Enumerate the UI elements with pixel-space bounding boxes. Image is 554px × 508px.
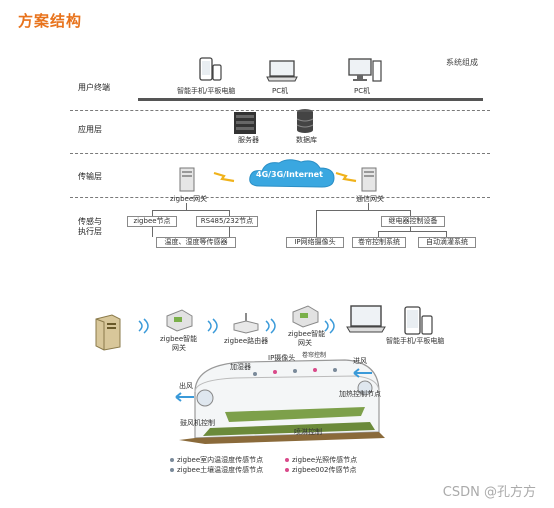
tree-line <box>446 231 447 237</box>
layer-application: 应用层 <box>78 125 102 134</box>
comm-gateway-tower-icon <box>361 167 377 192</box>
separator-2 <box>70 153 490 154</box>
scene-fan-control-label: 鼓风机控制 <box>180 419 215 427</box>
zigbee-gateway-device-icon <box>292 305 319 328</box>
phone-tablet-icon <box>199 57 222 81</box>
layer-user-terminal: 用户终端 <box>78 83 110 92</box>
legend-item: zigbee土壤温湿度传感节点 <box>170 465 263 475</box>
tree-line <box>229 226 230 237</box>
legend-dot-pink <box>285 458 289 462</box>
scene-gateway1-label-2: 网关 <box>172 344 186 352</box>
page-title: 方案结构 <box>18 12 83 30</box>
cloud-icon <box>249 159 335 188</box>
scene-server-icon <box>95 314 121 351</box>
tree-line <box>152 210 153 216</box>
tree-line <box>378 231 446 232</box>
zigbee-gateway-label: zigbee网关 <box>170 195 208 203</box>
irrigation-system-box: 自动滴灌系统 <box>418 237 476 248</box>
scene-spray-control-label: 喷淋控制 <box>294 428 322 436</box>
legend-item: zigbee002传感节点 <box>285 465 356 475</box>
greenhouse-illustration <box>179 359 385 444</box>
user-bus-line <box>138 98 483 101</box>
scene-outlet-label: 出风 <box>179 382 193 390</box>
inlet-arrow-icon <box>353 368 372 378</box>
tree-line <box>410 210 411 216</box>
separator-3 <box>70 197 490 198</box>
layer-sensing-line2: 执行层 <box>78 227 102 236</box>
rs485-node-box: RS485/232节点 <box>196 216 258 227</box>
scene-humidifier-label: 加湿器 <box>230 363 251 371</box>
signal-left-icon <box>213 171 235 183</box>
legend-dot-gray <box>170 458 174 462</box>
scene-gateway1-label-1: zigbee智能 <box>160 335 198 343</box>
scene-router-label: zigbee路由器 <box>224 337 269 345</box>
pc2-label: PC机 <box>354 87 371 95</box>
diagram-subtitle: 系统组成 <box>446 58 478 67</box>
comm-gateway-label: 通信网关 <box>356 195 384 203</box>
signal-right-icon <box>335 171 357 183</box>
tree-line <box>316 210 410 211</box>
database-icon <box>296 109 314 133</box>
server-icon <box>234 112 256 134</box>
legend-text: zigbee室内温湿度传感节点 <box>177 456 264 464</box>
sensors-box: 温度、湿度等传感器 <box>156 237 236 248</box>
legend-text: zigbee土壤温湿度传感节点 <box>177 466 264 474</box>
layer-sensing-line1: 传感与 <box>78 217 102 226</box>
tree-line <box>410 226 411 231</box>
tree-line <box>229 210 230 216</box>
legend-dot-gray <box>170 468 174 472</box>
tree-line <box>152 226 153 237</box>
scene-heater-node-label: 加热控制节点 <box>339 390 381 398</box>
relay-device-box: 继电器控制设备 <box>381 216 445 227</box>
legend-text: zigbee002传感节点 <box>292 466 357 474</box>
separator-1 <box>70 110 490 111</box>
scene-laptop-icon <box>346 305 386 333</box>
tree-line <box>378 231 379 237</box>
laptop-icon <box>266 60 298 82</box>
zigbee-router-icon <box>233 313 259 334</box>
cloud-label: 4G/3G/Internet <box>256 170 323 179</box>
zigbee-gateway-tower-icon <box>179 167 195 192</box>
outlet-arrow-icon <box>175 392 194 402</box>
legend-item: zigbee光照传感节点 <box>285 455 357 465</box>
zigbee-node-box: zigbee节点 <box>127 216 177 227</box>
tree-line <box>186 203 187 211</box>
scene-phone-label: 智能手机/平板电脑 <box>386 337 445 345</box>
wifi-signal-icon <box>265 318 276 334</box>
tree-line <box>152 210 230 211</box>
phone-label: 智能手机/平板电脑 <box>177 87 236 95</box>
scene-gateway2-label-1: zigbee智能 <box>288 330 326 338</box>
scene-ip-camera-label: IP摄像头 <box>268 354 296 362</box>
legend-dot-pink <box>285 468 289 472</box>
csdn-watermark: CSDN @孔方方 <box>442 485 536 500</box>
wifi-signal-icon <box>324 318 335 334</box>
zigbee-gateway-device-icon <box>166 309 193 332</box>
wifi-signal-icon <box>207 318 218 334</box>
database-label: 数据库 <box>296 136 317 144</box>
scene-phone-tablet-icon <box>404 306 433 335</box>
scene-curtain-control-label: 卷帘控制 <box>302 352 327 359</box>
scene-gateway2-label-2: 网关 <box>298 339 312 347</box>
tree-line <box>368 203 369 211</box>
ip-camera-box: IP网络摄像头 <box>286 237 344 248</box>
scene-inlet-label: 进风 <box>353 357 367 365</box>
wifi-signal-icon <box>138 318 149 334</box>
legend-item: zigbee室内温湿度传感节点 <box>170 455 263 465</box>
pc1-label: PC机 <box>272 87 289 95</box>
server-label: 服务器 <box>238 136 259 144</box>
tree-line <box>316 210 317 237</box>
layer-transport: 传输层 <box>78 172 102 181</box>
legend-text: zigbee光照传感节点 <box>292 456 358 464</box>
desktop-pc-icon <box>348 58 382 82</box>
curtain-system-box: 卷帘控制系统 <box>352 237 406 248</box>
